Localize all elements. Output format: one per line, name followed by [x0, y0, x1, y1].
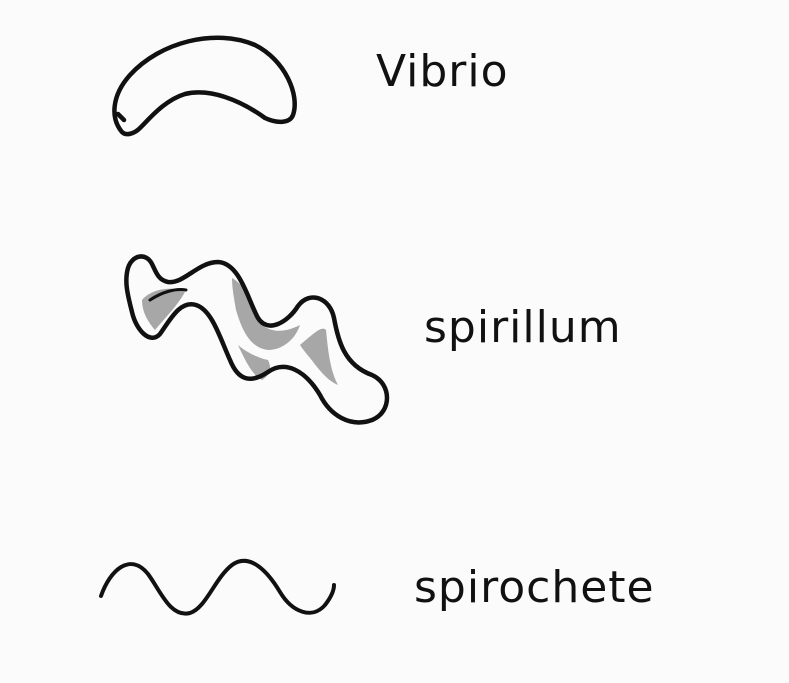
spirillum-shape-icon: [124, 254, 390, 425]
vibrio-label: Vibrio: [376, 46, 509, 97]
spirillum-label: spirillum: [424, 302, 622, 353]
vibrio-shape-icon: [112, 35, 297, 137]
spirochete-shape-icon: [99, 558, 336, 616]
spirochete-label: spirochete: [414, 562, 655, 613]
